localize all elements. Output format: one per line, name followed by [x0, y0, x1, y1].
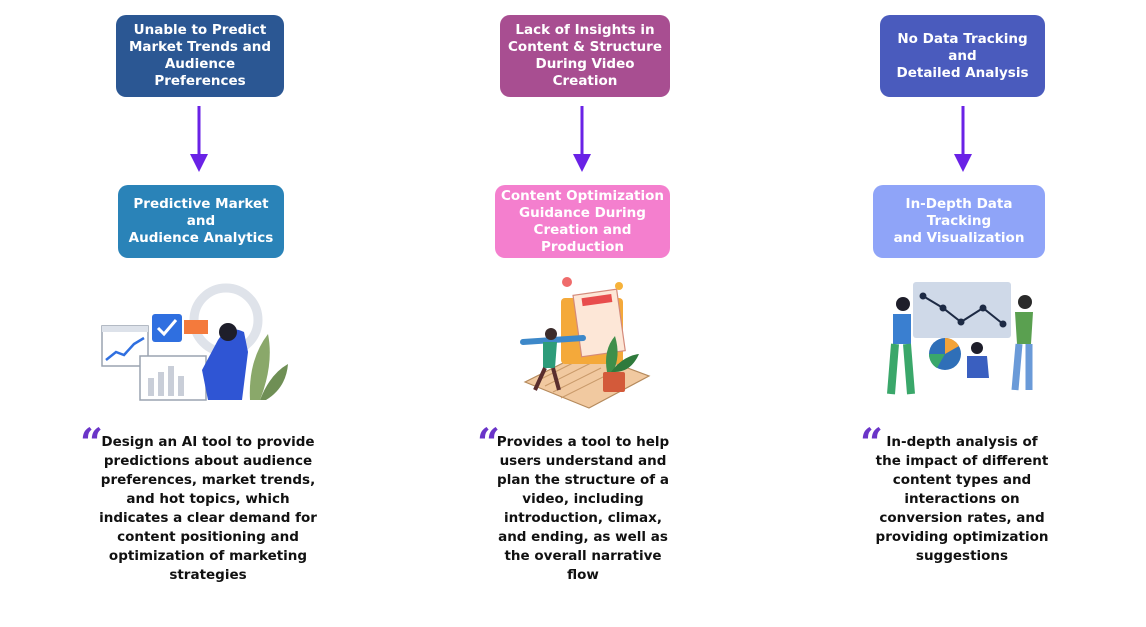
data-tracking-illustration	[887, 282, 1033, 395]
quote-icon: “	[80, 420, 104, 467]
quote-icon: “	[477, 420, 501, 467]
description-1: Design an AI tool to provide predictions…	[99, 434, 317, 583]
analytics-illustration	[101, 283, 288, 401]
solution-box-1: Predictive Market and Audience Analytics	[118, 185, 284, 258]
arrow-down-icon	[190, 106, 208, 172]
arrow-down-icon	[573, 106, 591, 172]
content-creation-illustration	[520, 277, 651, 409]
problem-box-1: Unable to Predict Market Trends and Audi…	[116, 15, 284, 97]
description-2: Provides a tool to help users understand…	[496, 434, 670, 583]
arrow-down-icon	[954, 106, 972, 172]
problem-box-2: Lack of Insights in Content & Structure …	[500, 15, 670, 97]
solution-box-2: Content Optimization Guidance During Cre…	[495, 185, 670, 258]
problem-box-3: No Data Tracking and Detailed Analysis	[880, 15, 1045, 97]
description-3: In-depth analysis of the impact of diffe…	[875, 434, 1049, 564]
quote-icon: “	[860, 420, 884, 467]
solution-box-3: In-Depth Data Tracking and Visualization	[873, 185, 1045, 258]
